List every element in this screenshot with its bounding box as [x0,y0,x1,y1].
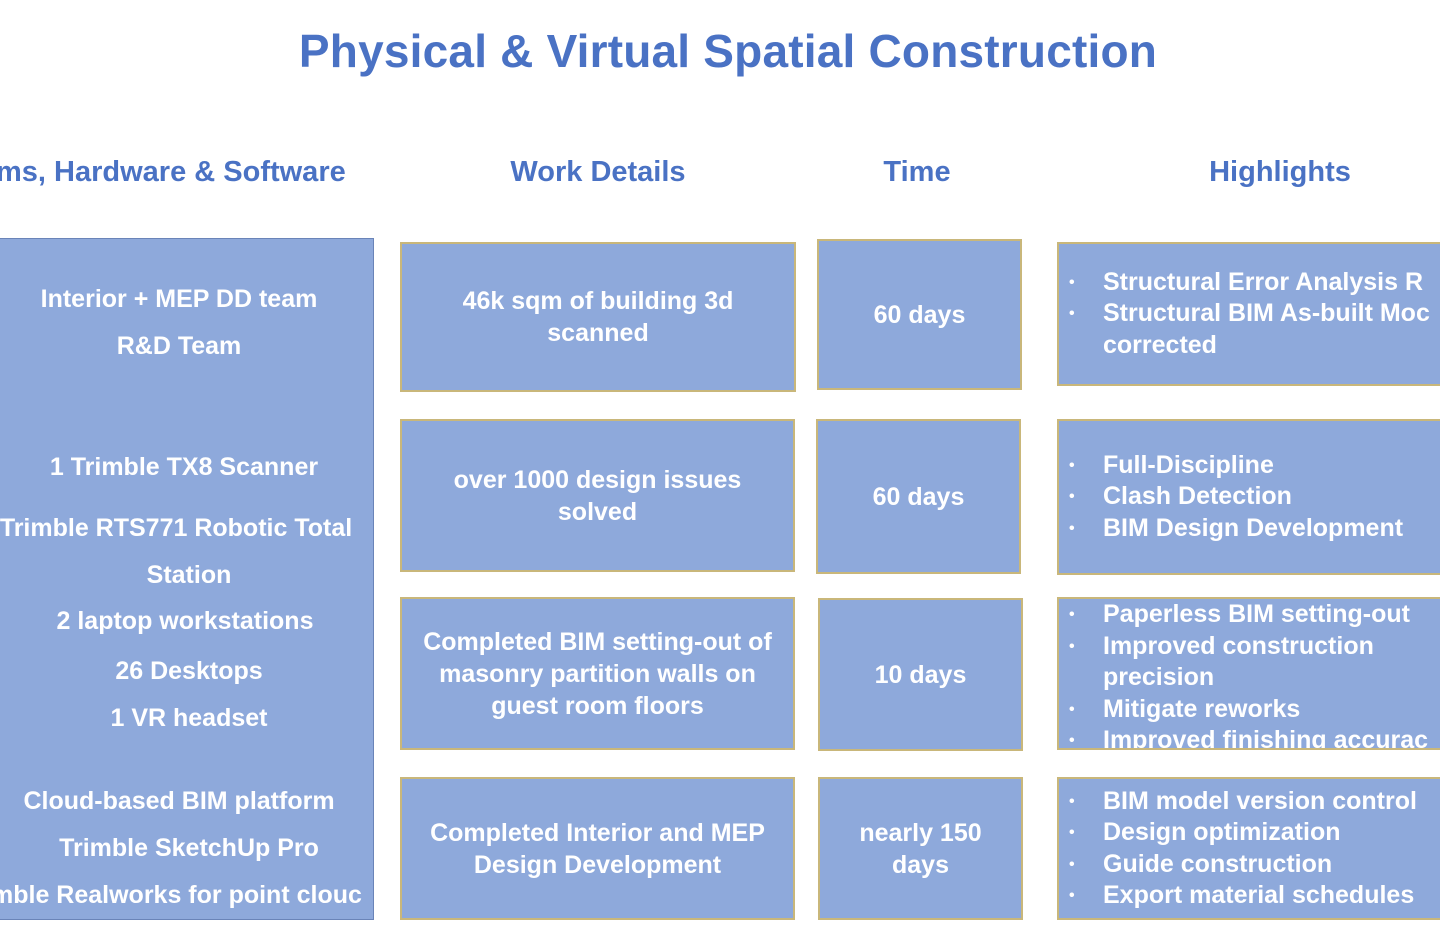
highlight-item: •BIM model version control [1059,786,1440,818]
work-detail-cell: 46k sqm of building 3d scanned [400,242,796,392]
bullet-icon: • [1069,732,1075,749]
work-detail-text: Completed BIM setting-out of masonry par… [423,627,772,720]
work-detail-text: over 1000 design issues solved [453,465,742,526]
highlight-item: •Guide construction [1059,849,1440,881]
bullet-icon: • [1069,700,1075,718]
highlight-item: •Design optimization [1059,817,1440,849]
highlight-item: •BIM Design Development [1059,513,1440,545]
highlights-cell: •Paperless BIM setting-out •Improved con… [1057,597,1440,750]
time-text: 60 days [873,300,966,329]
highlight-item: •Export material schedules [1059,880,1440,912]
software-sketchup: Trimble SketchUp Pro [59,834,319,862]
bullet-icon: • [1069,305,1075,323]
highlight-item: •Structural BIM As-built Moc [1059,298,1440,330]
bullet-icon: • [1069,792,1075,810]
bullet-icon: • [1069,273,1075,291]
hardware-desktops: 26 Desktops [115,657,263,685]
highlight-item: •Paperless BIM setting-out [1059,599,1440,631]
highlights-cell: •Full-Discipline •Clash Detection •BIM D… [1057,419,1440,575]
time-text: nearly 150 days [859,818,982,879]
work-detail-cell: Completed Interior and MEP Design Develo… [400,777,795,920]
time-cell: 10 days [818,598,1023,751]
hardware-scanner: 1 Trimble TX8 Scanner [49,453,319,481]
bullet-icon: • [1069,855,1075,873]
hardware-total-station-line2: Station [146,561,232,589]
time-cell: 60 days [817,239,1022,390]
bullet-icon: • [1069,519,1075,537]
work-detail-text: 46k sqm of building 3d scanned [462,287,734,347]
bullet-icon: • [1069,606,1075,623]
hardware-vr-headset: 1 VR headset [110,704,268,732]
work-detail-cell: Completed BIM setting-out of masonry par… [400,597,795,750]
header-highlights: Highlights [1209,156,1351,188]
header-work-details: Work Details [510,156,686,188]
highlight-item: •Improved finishing accurac [1059,725,1440,749]
header-resources: ms, Hardware & Software [0,156,346,188]
highlight-item: •Full-Discipline [1059,450,1440,482]
work-detail-text: Completed Interior and MEP Design Develo… [430,818,765,879]
work-detail-cell: over 1000 design issues solved [400,419,795,572]
bullet-icon: • [1069,488,1075,506]
time-text: 10 days [874,660,967,689]
highlight-item: •Improved construction [1059,631,1440,663]
bullet-icon: • [1069,887,1075,904]
highlight-item-continued: corrected [1103,330,1217,359]
highlights-cell: •Structural Error Analysis R •Structural… [1057,242,1440,386]
time-cell: nearly 150 days [818,777,1023,920]
resources-panel: Interior + MEP DD team R&D Team 1 Trimbl… [0,238,374,920]
highlights-cell: •BIM model version control •Design optim… [1057,777,1440,920]
slide-title: Physical & Virtual Spatial Construction [298,25,1158,77]
bullet-icon: • [1069,456,1075,474]
bullet-icon: • [1069,637,1075,655]
bullet-icon: • [1069,824,1075,841]
team-rd: R&D Team [116,332,242,360]
highlight-item: •Mitigate reworks [1059,694,1440,726]
highlight-item: •Structural Error Analysis R [1059,267,1440,299]
time-text: 60 days [872,482,965,511]
hardware-laptops: 2 laptop workstations [56,607,314,635]
hardware-total-station-line1: Trimble RTS771 Robotic Total [0,514,353,542]
software-realworks: mble Realworks for point clouc [0,881,362,909]
software-bim-platform: Cloud-based BIM platform [23,787,335,815]
time-cell: 60 days [816,419,1021,574]
highlight-item-continued: precision [1103,663,1215,691]
highlight-item: •Clash Detection [1059,481,1440,513]
team-interior-mep: Interior + MEP DD team [40,285,318,313]
header-time: Time [883,156,951,188]
